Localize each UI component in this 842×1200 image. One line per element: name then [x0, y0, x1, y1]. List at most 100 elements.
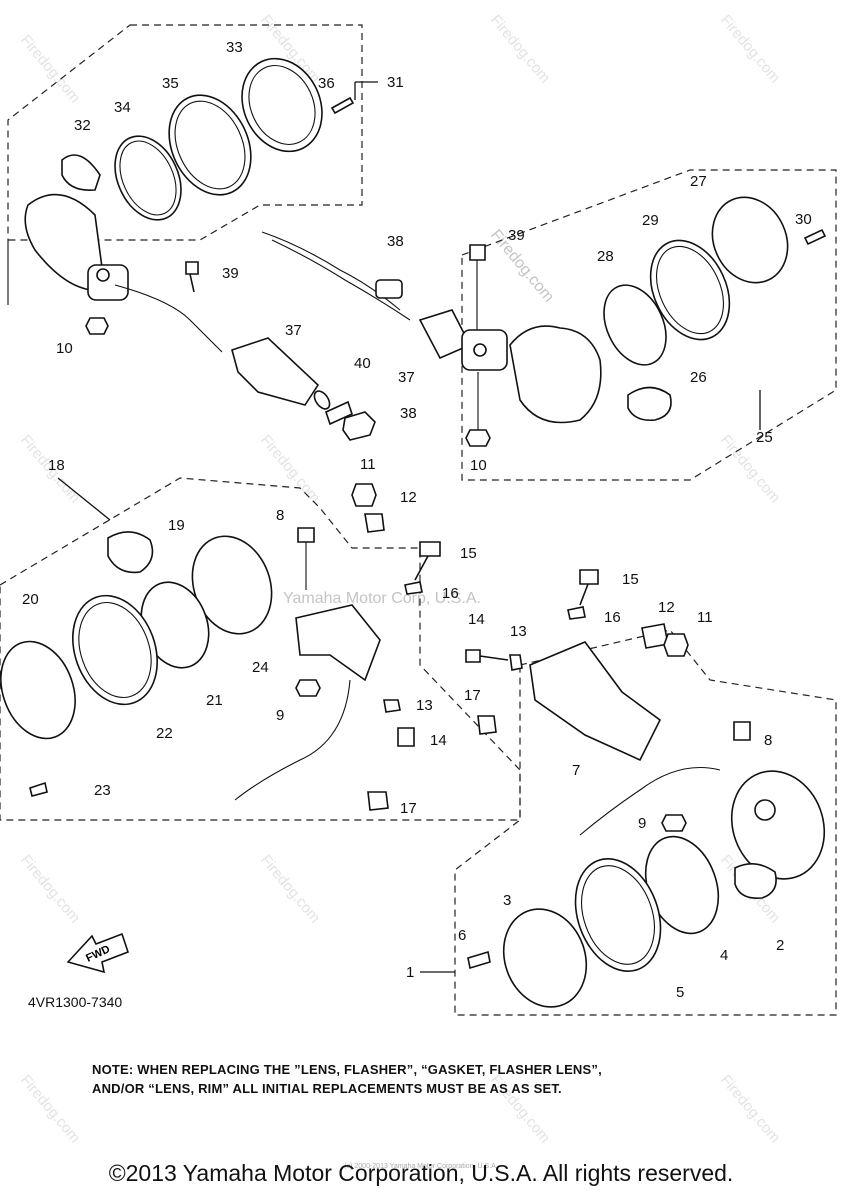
watermark-text: Firedog.com: [17, 852, 84, 927]
lens-rim-5-inner: [581, 865, 655, 965]
lens-rim-22: [72, 594, 158, 706]
nut-11-right: [663, 633, 689, 657]
watermark-text: Firedog.com: [717, 12, 784, 87]
wire-harness-1: [579, 767, 721, 836]
bolt-8-right: [733, 721, 751, 741]
callout-26: 26: [690, 369, 707, 386]
bulb-2: [734, 863, 777, 900]
callout-34: 34: [114, 99, 131, 116]
group-outline-31: [7, 24, 363, 305]
grommet-37-left: [231, 337, 320, 406]
wiring-center: [261, 231, 472, 360]
fwd-arrow-shape: [66, 932, 130, 974]
watermark-text: Firedog.com: [257, 432, 324, 507]
callout-30: 30: [795, 211, 812, 228]
callout-13b: 13: [510, 623, 527, 640]
callout-12a: 12: [400, 489, 417, 506]
callout-27: 27: [690, 173, 707, 190]
wire-lead-2: [271, 239, 411, 321]
callout-8b: 8: [764, 732, 772, 749]
callout-32: 32: [74, 117, 91, 134]
lens-rim-22-inner: [78, 601, 152, 699]
callout-20: 20: [22, 591, 39, 608]
callout-39a: 39: [222, 265, 239, 282]
callout-7: 7: [572, 762, 580, 779]
stem-24: [295, 604, 381, 682]
callout-37a: 37: [285, 322, 302, 339]
stem-hole-25: [473, 343, 487, 357]
callout-6: 6: [458, 927, 466, 944]
tiny-print: (c) 2000-2013 Yamaha Motor Corporation, …: [344, 1163, 498, 1170]
callout-21: 21: [206, 692, 223, 709]
nut-17-right: [477, 715, 497, 735]
group-outline-18: [0, 477, 521, 821]
callout-22: 22: [156, 725, 173, 742]
nut-10-right: [465, 429, 491, 447]
lens-33: [241, 57, 323, 153]
bolt-14-right: [465, 649, 509, 663]
callout-38b: 38: [387, 233, 404, 250]
bolt-8-left: [297, 527, 315, 543]
fwd-arrow: FWD: [66, 932, 130, 974]
bolt-39-left: [185, 261, 199, 293]
bolt-15-right: [579, 569, 599, 606]
stem-7: [529, 641, 662, 762]
flasher-body-1: [730, 770, 826, 880]
lens-rim-5: [574, 858, 662, 972]
lens-rim-35-inner: [174, 100, 246, 190]
callout-38a: 38: [400, 405, 417, 422]
flasher-body-shell: [24, 193, 106, 292]
callout-36: 36: [318, 75, 335, 92]
lens-33-inner: [248, 65, 316, 145]
washer-16-right: [567, 606, 586, 620]
gasket-34-inner: [119, 140, 177, 216]
screw-36: [330, 96, 355, 115]
flasher-assembly-1: [465, 569, 826, 1008]
washer-13-right: [509, 654, 523, 671]
lens-3: [502, 908, 588, 1008]
nut-11-left: [351, 483, 377, 507]
nut-9-right: [661, 814, 687, 832]
bulb-19: [107, 531, 154, 574]
screw-6: [467, 950, 491, 970]
bulb-32: [61, 154, 101, 192]
socket-1: [754, 799, 776, 821]
flasher-assembly-31: [24, 57, 376, 441]
callout-16a: 16: [442, 585, 459, 602]
nut-38-left: [342, 411, 376, 441]
callout-19: 19: [168, 517, 185, 534]
callout-31: 31: [387, 74, 404, 91]
callout-18: 18: [48, 457, 65, 474]
watermark-text: Firedog.com: [257, 852, 324, 927]
diagram-part-number: 4VR1300-7340: [28, 994, 123, 1010]
callout-labels: 33 35 36 31 34 32 39 10 37 40 38 38 39 3…: [22, 39, 812, 1001]
callout-24: 24: [252, 659, 269, 676]
washer-40: [325, 400, 353, 426]
callout-40: 40: [354, 355, 371, 372]
screw-23: [29, 781, 48, 797]
wire-harness-18: [234, 679, 351, 801]
lens-27: [711, 196, 789, 284]
callout-39b: 39: [508, 227, 525, 244]
callout-9b: 9: [638, 815, 646, 832]
bolt-14-left: [397, 727, 415, 747]
washer-part: [313, 390, 331, 410]
bolt-39-right: [469, 244, 486, 261]
note-line-2: AND/OR “LENS, RIM” ALL INITIAL REPLACEME…: [92, 1081, 562, 1096]
callout-5: 5: [676, 984, 684, 1001]
callout-8a: 8: [276, 507, 284, 524]
callout-15a: 15: [460, 545, 477, 562]
callout-14b: 14: [468, 611, 485, 628]
flasher-body-25: [509, 325, 602, 424]
flasher-stem: [87, 264, 129, 301]
callout-leaders: [57, 81, 761, 973]
callout-17a: 17: [400, 800, 417, 817]
note-line-1: NOTE: WHEN REPLACING THE ”LENS, FLASHER”…: [92, 1062, 602, 1077]
group-outlines: [0, 24, 837, 1016]
watermark-copyright: Yamaha Motor Corp, U.S.A.: [283, 590, 481, 607]
callout-17b: 17: [464, 687, 481, 704]
watermark-text: Firedog.com: [17, 1072, 84, 1147]
callout-11a: 11: [360, 456, 376, 473]
callout-16b: 16: [604, 609, 621, 626]
